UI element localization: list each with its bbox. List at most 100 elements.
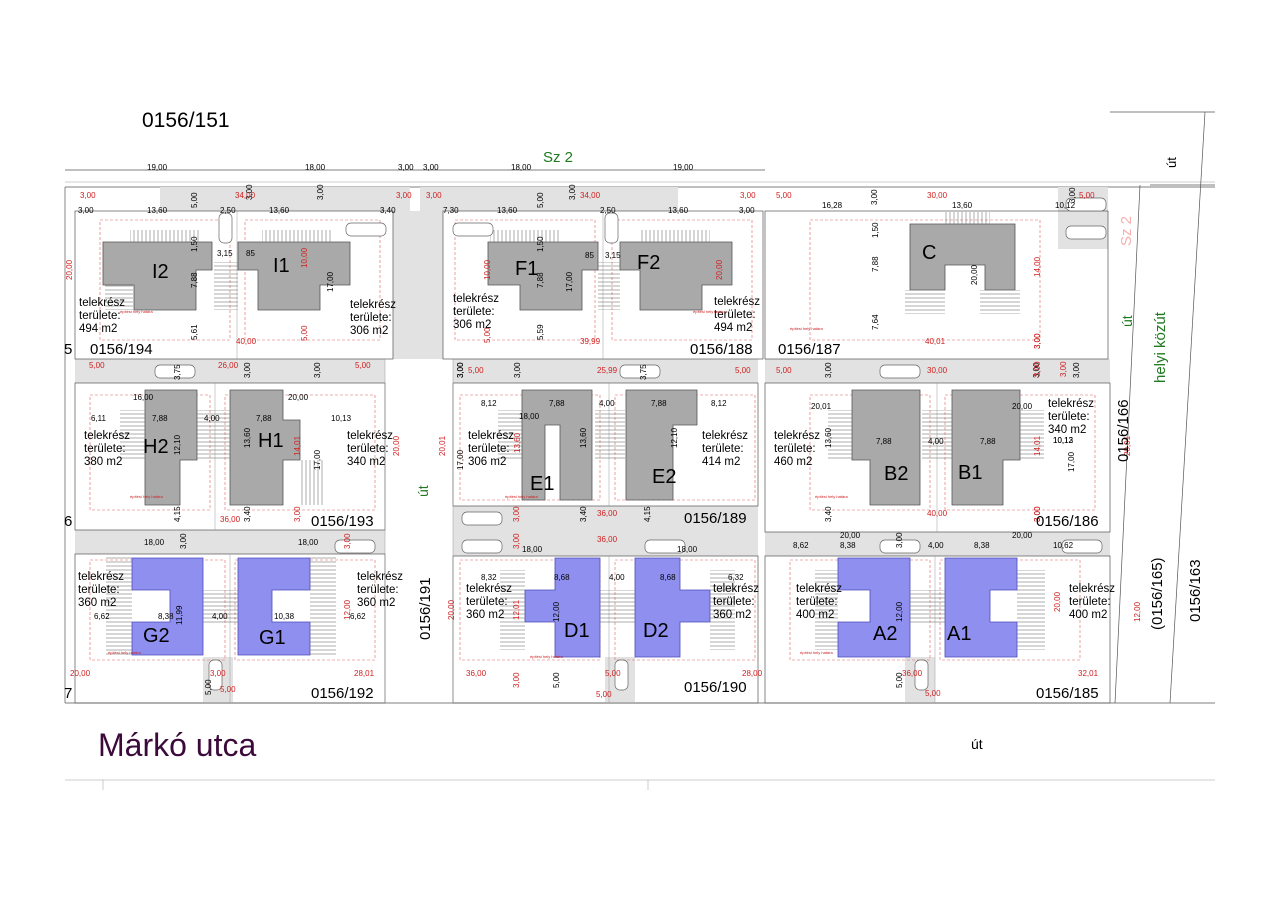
dim-red-58: 5,00	[605, 669, 621, 678]
building-E1	[521, 389, 593, 501]
dim-red-30: 3,00	[1033, 361, 1042, 377]
dim-black-94: 6,62	[350, 612, 366, 621]
building-A1	[944, 557, 1018, 658]
dim-red-62: 36,00	[902, 669, 923, 678]
area-value-I2: 494 m2	[79, 323, 117, 335]
building-letter-I1: I1	[273, 255, 290, 277]
area-title-I1: telekrész	[350, 299, 396, 311]
building-E2	[625, 389, 698, 501]
building-letter-H1: H1	[258, 430, 284, 452]
dim-black-79: 7,88	[876, 437, 892, 446]
dim-red-13: 10,00	[483, 259, 492, 280]
dim-red-17: 3,00	[1033, 333, 1042, 349]
dim-black-65: 7,88	[651, 399, 667, 408]
dim-black-60: 3,00	[513, 362, 522, 378]
dim-black-58: 3,40	[243, 506, 252, 522]
road-labels: Sz 2 Sz 2 út helyi közút út út út Márkó …	[98, 149, 1179, 763]
area-subtitle-B2: területe:	[774, 443, 816, 455]
dim-black-80: 4,00	[928, 437, 944, 446]
dim-black-6: 19,00	[673, 163, 694, 172]
dim-red-36: 14,01	[1033, 435, 1042, 456]
dim-black-88: 18,00	[298, 538, 319, 547]
dim-red-41: 36,00	[597, 509, 618, 518]
dim-black-24: 3,00	[870, 189, 879, 205]
dim-black-56: 17,00	[313, 449, 322, 470]
dim-black-97: 8,32	[481, 573, 497, 582]
area-subtitle-D2: területe:	[713, 596, 755, 608]
dim-black-91: 11,99	[175, 605, 184, 625]
area-value-H2: 380 m2	[84, 456, 122, 468]
area-value-E2: 414 m2	[702, 456, 740, 468]
dim-black-109: 4,00	[928, 541, 944, 550]
edge-label-7: 7	[64, 685, 72, 702]
building-F2	[619, 241, 733, 311]
dim-red-42: 3,00	[1033, 506, 1042, 522]
area-title-G1: telekrész	[357, 571, 403, 583]
dim-red-16: 14,00	[1033, 256, 1042, 277]
dim-black-105: 20,00	[840, 531, 861, 540]
area-title-D1: telekrész	[466, 583, 512, 595]
dim-black-51: 4,00	[204, 414, 220, 423]
dim-black-81: 7,88	[980, 437, 996, 446]
dim-black-59: 3,00	[456, 362, 465, 378]
dim-black-75: 3,00	[1072, 362, 1081, 378]
dim-black-78: 10,12	[1053, 436, 1074, 445]
parcel-0156-165: (0156/165)	[1149, 557, 1166, 630]
dim-red-8: 30,00	[927, 191, 948, 200]
dim-red-32: 14,01	[293, 435, 302, 456]
dim-black-23: 16,28	[822, 201, 843, 210]
edge-label-5: 5	[64, 341, 72, 358]
buildings-middle-row	[144, 389, 1021, 506]
dim-red-53: 20,00	[70, 669, 91, 678]
dim-black-11: 13,60	[269, 206, 290, 215]
dim-black-32: 5,61	[190, 324, 199, 340]
dim-red-50: 12,01	[512, 599, 521, 620]
boundary-note-6: építési hely határa	[815, 494, 848, 499]
dim-black-18: 3,00	[739, 206, 755, 215]
area-value-F1: 306 m2	[453, 319, 491, 331]
dim-black-85: 3,40	[824, 506, 833, 522]
dim-red-18: 40,00	[236, 337, 257, 346]
parcel-0156-189: 0156/189	[684, 510, 747, 527]
building-H2	[144, 389, 198, 506]
parcel-0156-191: 0156/191	[417, 577, 434, 640]
dim-black-17: 13,60	[668, 206, 689, 215]
area-title-A2: telekrész	[796, 583, 842, 595]
road-label-sz2: Sz 2	[543, 149, 573, 166]
area-title-G2: telekrész	[78, 571, 124, 583]
dim-red-35: 13,60	[513, 432, 522, 453]
parcel-0156-194: 0156/194	[90, 341, 153, 358]
building-letter-E2: E2	[652, 466, 676, 488]
dim-black-26: 10,12	[1055, 201, 1076, 210]
dim-red-25: 5,00	[468, 366, 484, 375]
dim-black-111: 20,00	[1012, 531, 1033, 540]
dim-black-19: 3,00	[245, 184, 254, 200]
dim-black-10: 2,50	[220, 206, 236, 215]
dim-red-28: 5,00	[776, 366, 792, 375]
dim-red-15: 20,00	[715, 259, 724, 280]
dim-red-10: 20,00	[65, 259, 74, 280]
building-B1	[951, 389, 1021, 506]
dim-black-50: 7,88	[152, 414, 168, 423]
dim-black-9: 5,00	[190, 192, 199, 208]
parcel-0156-151: 0156/151	[142, 109, 230, 132]
dim-black-86: 18,00	[144, 538, 165, 547]
building-letter-A1: A1	[947, 623, 971, 645]
dim-red-1: 3,00	[80, 191, 96, 200]
dim-black-30: 7,88	[190, 272, 199, 288]
dim-red-9: 5,00	[1079, 191, 1095, 200]
dim-black-93: 10,38	[274, 612, 295, 621]
dim-black-76: 20,01	[811, 402, 832, 411]
dim-black-61: 3,75	[639, 364, 648, 380]
dim-red-39: 3,00	[293, 506, 302, 522]
area-value-A2: 400 m2	[796, 609, 834, 621]
area-subtitle-A2: területe:	[796, 596, 838, 608]
dim-black-70: 12,10	[670, 427, 679, 448]
dim-black-110: 8,38	[974, 541, 990, 550]
area-subtitle-H1: területe:	[347, 443, 389, 455]
dim-red-4: 3,00	[426, 191, 442, 200]
area-title-I2: telekrész	[79, 297, 125, 309]
dim-red-59: 28,00	[742, 669, 763, 678]
dim-red-60: 3,00	[512, 672, 521, 688]
